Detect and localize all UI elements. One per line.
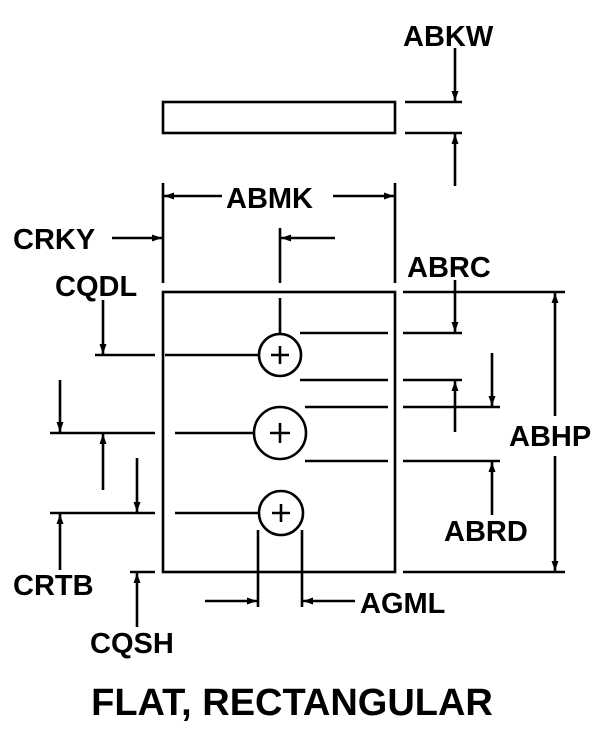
- hole-3: [257, 489, 305, 537]
- hole-2: [252, 405, 308, 461]
- label-crtb: CRTB: [13, 570, 94, 602]
- label-agml: AGML: [360, 588, 445, 620]
- hole-1: [257, 298, 303, 378]
- plate-edge-view: [161, 100, 397, 135]
- plate-face-view: [161, 290, 397, 574]
- label-abhp: ABHP: [509, 421, 591, 453]
- label-abrd: ABRD: [444, 516, 528, 548]
- agml-dimension: [205, 530, 355, 607]
- label-abrc: ABRC: [407, 252, 491, 284]
- label-crky: CRKY: [13, 224, 95, 256]
- label-abkw: ABKW: [403, 21, 494, 53]
- label-cqsh: CQSH: [90, 628, 174, 660]
- label-abmk: ABMK: [226, 183, 313, 215]
- abmk-dimension: [161, 183, 397, 283]
- right-extension-lines: [300, 290, 565, 574]
- left-extension-lines: [50, 353, 258, 574]
- diagram-title: FLAT, RECTANGULAR: [91, 682, 493, 724]
- label-cqdl: CQDL: [55, 271, 137, 303]
- abkw-dimension: [405, 48, 462, 186]
